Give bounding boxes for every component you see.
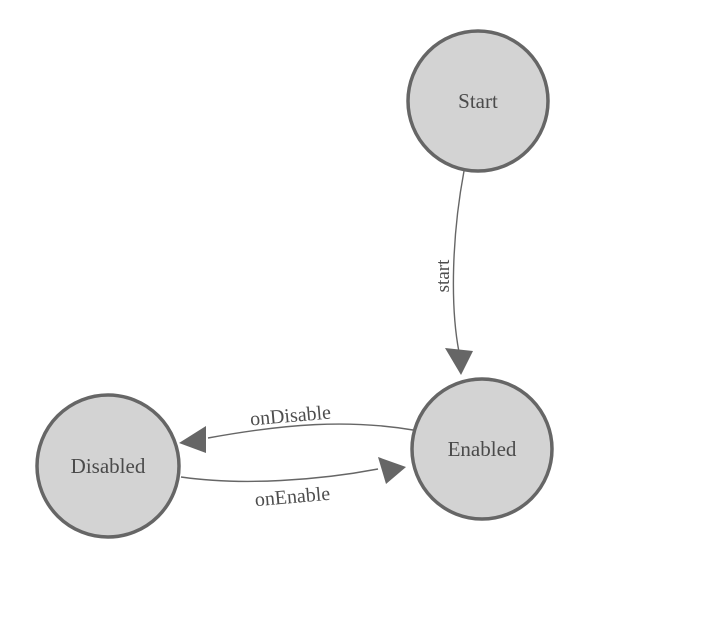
node-circle-disabled [35,393,181,539]
edge-line-ondisable [207,423,414,439]
node-label-enabled: Enabled [448,437,517,461]
edge-enabled-to-disabled: onDisable [179,402,414,453]
node-label-disabled: Disabled [71,454,146,478]
node-enabled: Enabled [410,377,554,521]
arrowhead-into-enabled-top [445,348,473,375]
node-disabled: Disabled [35,393,181,539]
edge-start-to-enabled: start [433,170,473,375]
arrowhead-into-enabled-left [378,457,406,484]
edge-label-ondisable: onDisable [249,402,332,431]
edge-disabled-to-enabled: onEnable [180,457,406,512]
node-label-start: Start [458,89,498,113]
edge-line-start [452,170,465,353]
edge-label-onenable: onEnable [254,483,331,512]
edge-label-start: start [433,259,454,292]
node-start: Start [406,29,550,173]
node-circle-start [406,29,550,173]
node-circle-enabled [410,377,554,521]
edge-line-onenable [180,468,379,483]
arrowhead-into-disabled [179,426,206,453]
